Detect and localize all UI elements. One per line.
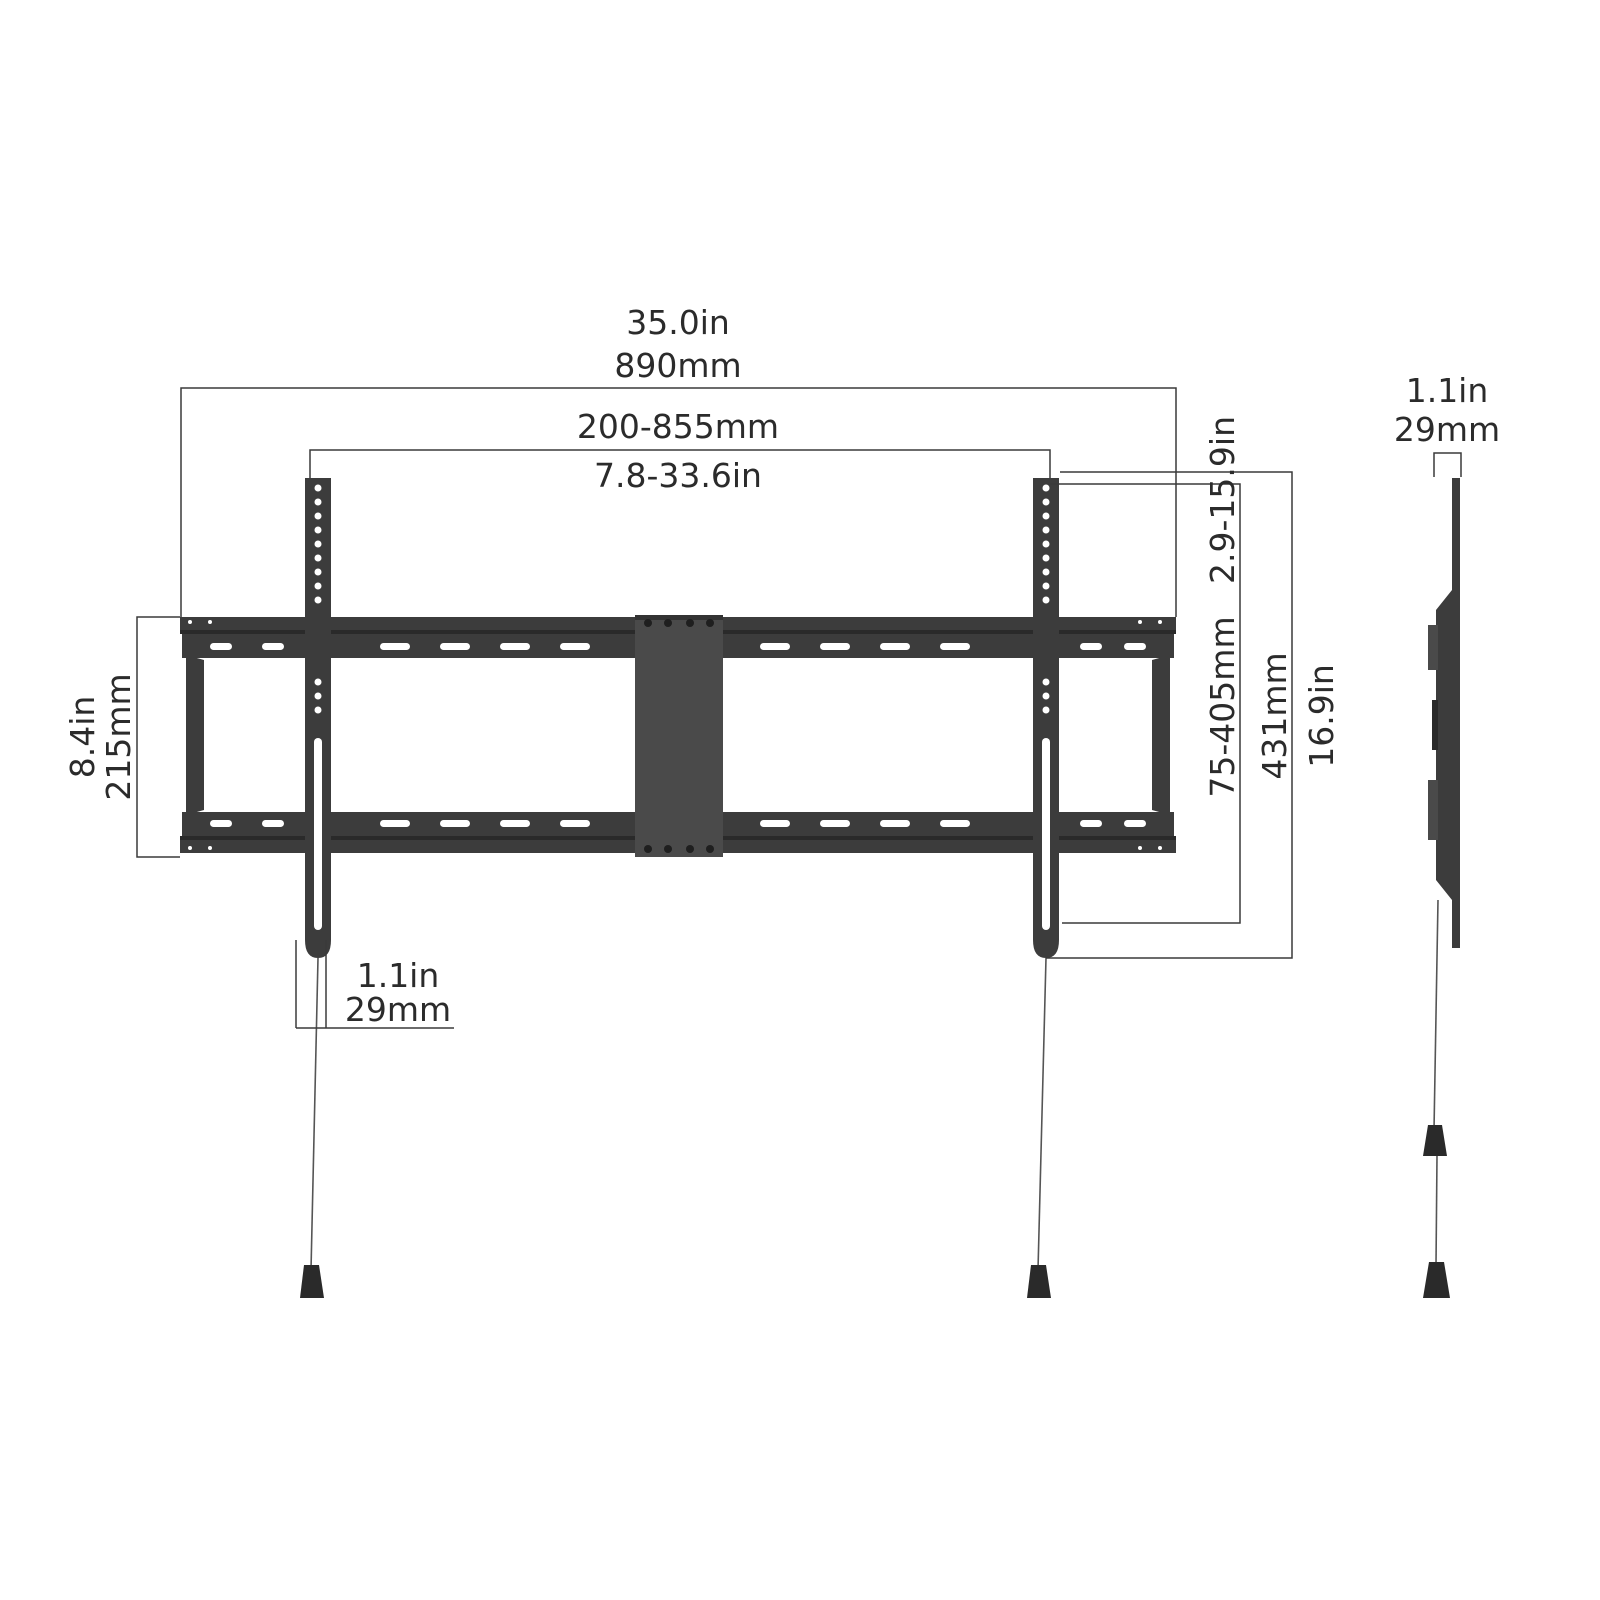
arm-spacing-in-label: 7.8-33.6in	[594, 456, 762, 495]
rail-slots	[210, 643, 1146, 827]
rail-holes	[188, 620, 1162, 850]
arm-width-in-label: 1.1in	[357, 956, 440, 995]
arm-height-in-label: 16.9in	[1302, 664, 1341, 768]
mount-frame	[180, 615, 1176, 857]
profile-depth-mm-label: 29mm	[1394, 410, 1500, 449]
frame-height-in-label: 8.4in	[63, 696, 102, 779]
arm-spacing-mm-label: 200-855mm	[577, 407, 779, 446]
right-cord-weight	[1027, 1265, 1051, 1298]
arm-width-mm-label: 29mm	[345, 990, 451, 1029]
left-arm	[305, 478, 331, 958]
vesa-vertical-mm-label: 75-405mm	[1203, 616, 1242, 797]
center-plate	[635, 615, 723, 857]
overall-width-in-label: 35.0in	[626, 303, 730, 342]
overall-width-mm-label: 890mm	[614, 346, 741, 385]
left-cord-weight	[300, 1265, 324, 1298]
profile-weight-lower	[1423, 1262, 1450, 1298]
pull-cords	[300, 957, 1051, 1298]
center-plate-edge	[635, 615, 723, 620]
left-arm-holes	[314, 484, 322, 714]
center-plate-screws	[644, 619, 714, 853]
dimension-labels: 35.0in 890mm 200-855mm 7.8-33.6in 8.4in …	[63, 303, 1500, 1029]
profile-weight-upper	[1423, 1125, 1447, 1156]
right-side-upright	[1152, 655, 1170, 815]
arm-height-mm-label: 431mm	[1255, 652, 1294, 779]
profile-depth-in-label: 1.1in	[1406, 371, 1489, 410]
side-profile	[1423, 478, 1460, 1298]
right-arm-holes	[1042, 484, 1050, 714]
left-arm-slot	[314, 738, 322, 930]
left-side-upright	[186, 655, 204, 815]
right-arm	[1033, 478, 1059, 958]
vesa-vertical-in-label: 2.9-15.9in	[1203, 416, 1242, 584]
right-arm-slot	[1042, 738, 1050, 930]
frame-height-mm-label: 215mm	[99, 673, 138, 800]
dimension-lines	[136, 387, 1462, 1029]
